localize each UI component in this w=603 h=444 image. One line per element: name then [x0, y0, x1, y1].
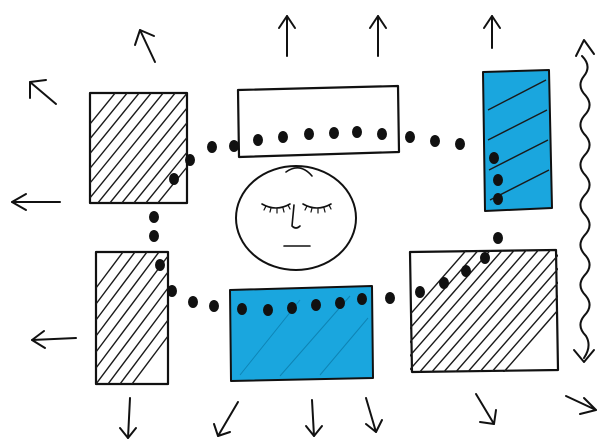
top-left-hatching: [12, 60, 274, 220]
arrow-top-center-left: [279, 16, 295, 56]
arrow-left-lower: [32, 331, 76, 348]
bottom-center-panel: [230, 286, 373, 381]
arrow-far-bottom-right: [566, 396, 596, 414]
sleeping-face: [236, 166, 356, 270]
top-center-panel: [238, 86, 399, 157]
arrow-bottom-3: [306, 400, 322, 436]
bottom-left-hatching: [12, 240, 240, 400]
bottom-right-hatching: [344, 230, 603, 390]
top-left-panel: [12, 60, 274, 220]
hair-curl: [286, 168, 312, 176]
arrow-left-middle: [12, 194, 60, 210]
vertical-double-arrow: [574, 40, 594, 362]
bottom-left-panel: [12, 240, 240, 400]
top-right-panel: [483, 70, 552, 211]
arrow-top-right: [484, 16, 500, 48]
arrow-bottom-2: [214, 402, 238, 436]
nose: [292, 205, 300, 228]
arrow-top-center-right: [370, 16, 386, 56]
arrow-bottom-1: [120, 398, 136, 438]
bottom-right-panel: [344, 230, 603, 390]
arrow-bottom-right: [476, 394, 496, 424]
arrow-upper-left-corner: [30, 80, 56, 104]
arrow-bottom-4: [366, 398, 382, 432]
arrow-top-left-diagonal: [135, 30, 155, 62]
